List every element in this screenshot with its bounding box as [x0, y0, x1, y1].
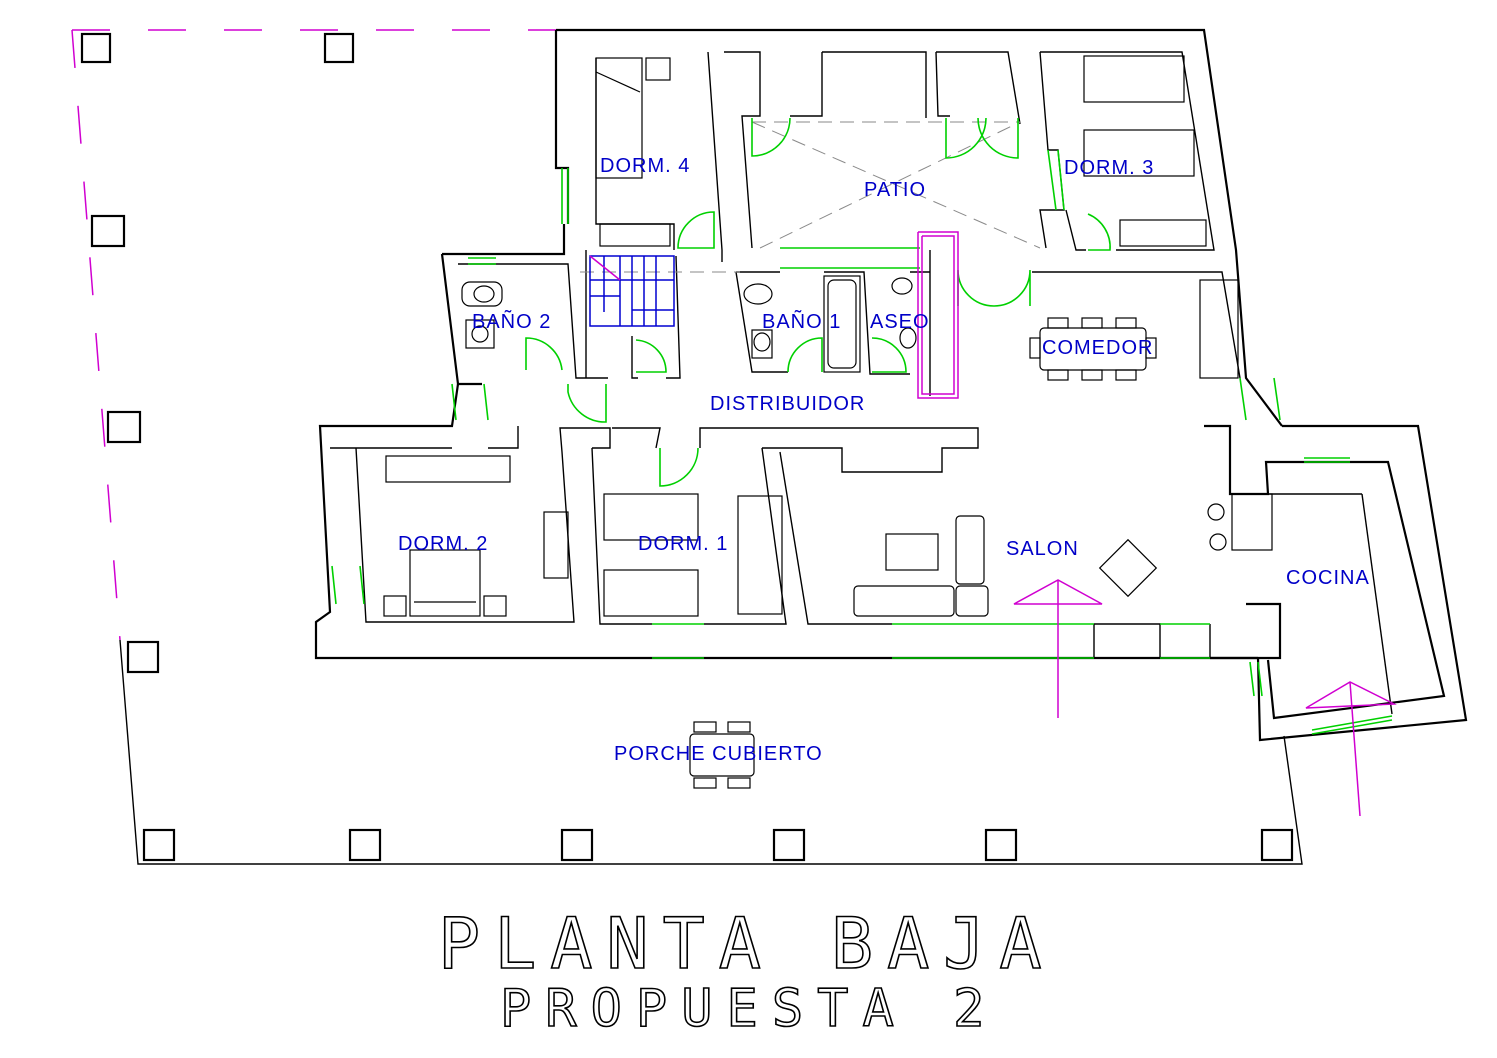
entrance-arrows: [1013, 579, 1397, 817]
title-sub: PROPUESTA 2: [500, 979, 998, 1039]
label-porche: PORCHE CUBIERTO: [614, 743, 823, 765]
label-comedor: COMEDOR: [1042, 337, 1153, 359]
room-labels: DORM. 4 PATIO DORM. 3 BAÑO 2 BAÑO 1 ASEO…: [398, 155, 1370, 765]
furniture: [383, 55, 1393, 789]
label-dorm1: DORM. 1: [638, 533, 728, 555]
porch-outline: [119, 639, 1303, 865]
label-dorm3: DORM. 3: [1064, 157, 1154, 179]
label-bano1: BAÑO 1: [762, 309, 841, 333]
label-distribuidor: DISTRIBUIDOR: [710, 393, 865, 415]
label-cocina: COCINA: [1286, 567, 1370, 589]
label-patio: PATIO: [864, 179, 926, 201]
label-aseo: ASEO: [870, 311, 930, 333]
chimney-duct: [917, 231, 959, 399]
drawing-title: PLANTA BAJA PROPUESTA 2: [437, 902, 1056, 1040]
stairs: [589, 255, 675, 327]
porch-pillars: [80, 32, 1294, 862]
title-main: PLANTA BAJA: [438, 903, 1056, 985]
label-dorm2: DORM. 2: [398, 533, 488, 555]
label-dorm4: DORM. 4: [600, 155, 690, 177]
openings: [331, 117, 1393, 735]
label-bano2: BAÑO 2: [472, 309, 551, 333]
plot-boundary: [71, 29, 556, 641]
exterior-walls: [314, 28, 1468, 742]
label-salon: SALON: [1006, 538, 1079, 560]
patio-guides: [580, 121, 1041, 273]
